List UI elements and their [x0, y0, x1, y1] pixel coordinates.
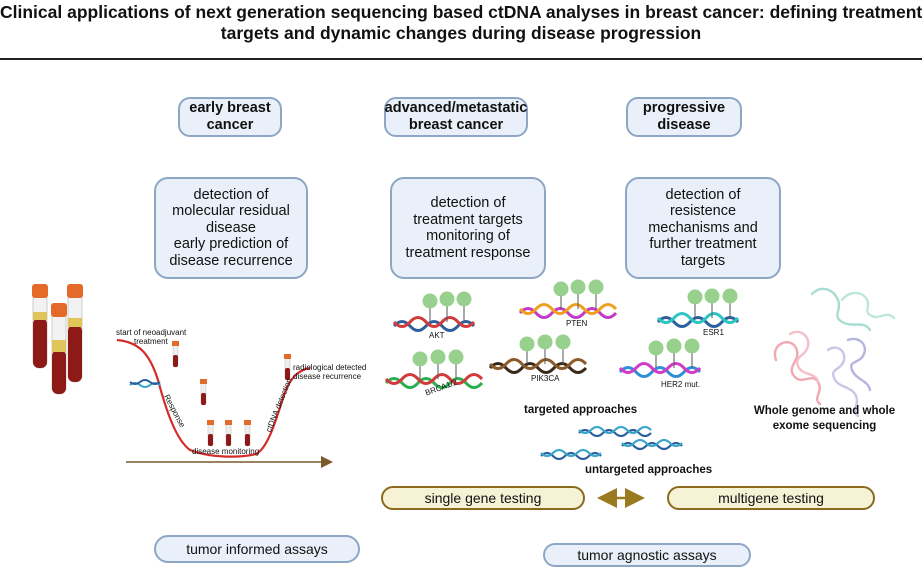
- sample-tube-icon: [244, 420, 251, 447]
- desc-progressive-line: resistence: [669, 203, 737, 220]
- sample-tube-icon: [207, 420, 214, 447]
- desc-advanced-line: treatment targets: [413, 211, 523, 228]
- tumor-informed-assays: tumor informed assays: [154, 535, 360, 563]
- dna-her2-icon: [618, 338, 702, 378]
- gene-label-esr1: ESR1: [703, 328, 724, 337]
- stage-advanced-line2: breast cancer: [408, 117, 504, 133]
- desc-progressive-line: mechanisms and: [648, 219, 758, 236]
- blood-tubes-icon: [32, 284, 83, 395]
- dna-esr1-icon: [656, 288, 740, 328]
- stage-progressive-line1: progressive: [642, 100, 726, 116]
- desc-early-line: early prediction of: [173, 236, 289, 253]
- desc-early-line: detection of: [193, 186, 269, 203]
- gene-label-pik3ca: PIK3CA: [531, 374, 560, 383]
- description-progressive: detection of resistence mechanisms and f…: [625, 177, 781, 279]
- untargeted-approaches-label: untargeted approaches: [585, 464, 713, 476]
- desc-advanced-line: monitoring of: [426, 228, 510, 244]
- multigene-testing: multigene testing: [667, 486, 875, 510]
- gene-label-akt: AKT: [429, 331, 445, 340]
- recurrence-label: radiological detected disease recurrence: [293, 363, 366, 381]
- ctdna-curve: [116, 338, 311, 458]
- single-gene-testing: single gene testing: [381, 486, 585, 510]
- neoadjuvant-label: start of neoadjuvant treatment: [116, 328, 186, 346]
- chromatin-icon: [773, 287, 896, 418]
- desc-advanced-line: detection of: [430, 195, 506, 211]
- wgs-line1: Whole genome and whole: [753, 405, 896, 417]
- recurrence-line1: radiological detected: [293, 363, 367, 372]
- desc-advanced-line: treatment response: [405, 244, 531, 261]
- tumor-agnostic-assays: tumor agnostic assays: [543, 543, 751, 567]
- sample-tube-icon: [284, 354, 291, 381]
- recurrence-line2: disease recurrence: [293, 372, 362, 381]
- desc-early-line: disease: [206, 219, 256, 236]
- desc-progressive-line: targets: [680, 252, 726, 269]
- disease-monitoring-label: disease monitoring: [192, 447, 260, 456]
- dna-akt-icon: [392, 291, 476, 332]
- desc-early-line: disease recurrence: [169, 252, 293, 269]
- neoadjuvant-line2: treatment: [134, 337, 168, 346]
- description-advanced: detection of treatment targets monitorin…: [390, 177, 546, 279]
- desc-progressive-line: detection of: [665, 186, 741, 203]
- title-divider: [0, 58, 922, 60]
- dna-brca-icon: [384, 349, 484, 389]
- dna-untargeted-icon: [540, 425, 683, 461]
- sample-tube-icon: [172, 341, 179, 368]
- stage-early-line2: cancer: [206, 117, 254, 133]
- title-line-1: Clinical applications of next generation…: [0, 2, 922, 22]
- dna-pik3ca-icon: [488, 334, 588, 374]
- desc-progressive-line: further treatment: [649, 236, 757, 253]
- targeted-approaches-label: targeted approaches: [524, 404, 638, 416]
- stage-progressive-line2: disease: [657, 117, 711, 133]
- title-line-2: targets and dynamic changes during disea…: [220, 23, 702, 43]
- gene-label-pten: PTEN: [566, 319, 588, 328]
- gene-label-her2: HER2 mut.: [661, 380, 701, 389]
- sample-tube-icon: [225, 420, 232, 447]
- description-early: detection of molecular residual disease …: [154, 177, 308, 279]
- desc-early-line: molecular residual: [172, 203, 290, 220]
- sample-tube-icon: [200, 379, 207, 406]
- wgs-label: Whole genome and whole exome sequencing: [752, 404, 897, 434]
- dna-pten-icon: [518, 279, 618, 319]
- stage-advanced-line1: advanced/metastatic: [384, 100, 528, 116]
- stage-early-line1: early breast: [189, 100, 271, 116]
- figure-title: Clinical applications of next generation…: [0, 2, 922, 44]
- wgs-line2: exome sequencing: [772, 420, 877, 432]
- dna-small-icon: [129, 379, 161, 388]
- neoadjuvant-line1: start of neoadjuvant: [116, 328, 187, 337]
